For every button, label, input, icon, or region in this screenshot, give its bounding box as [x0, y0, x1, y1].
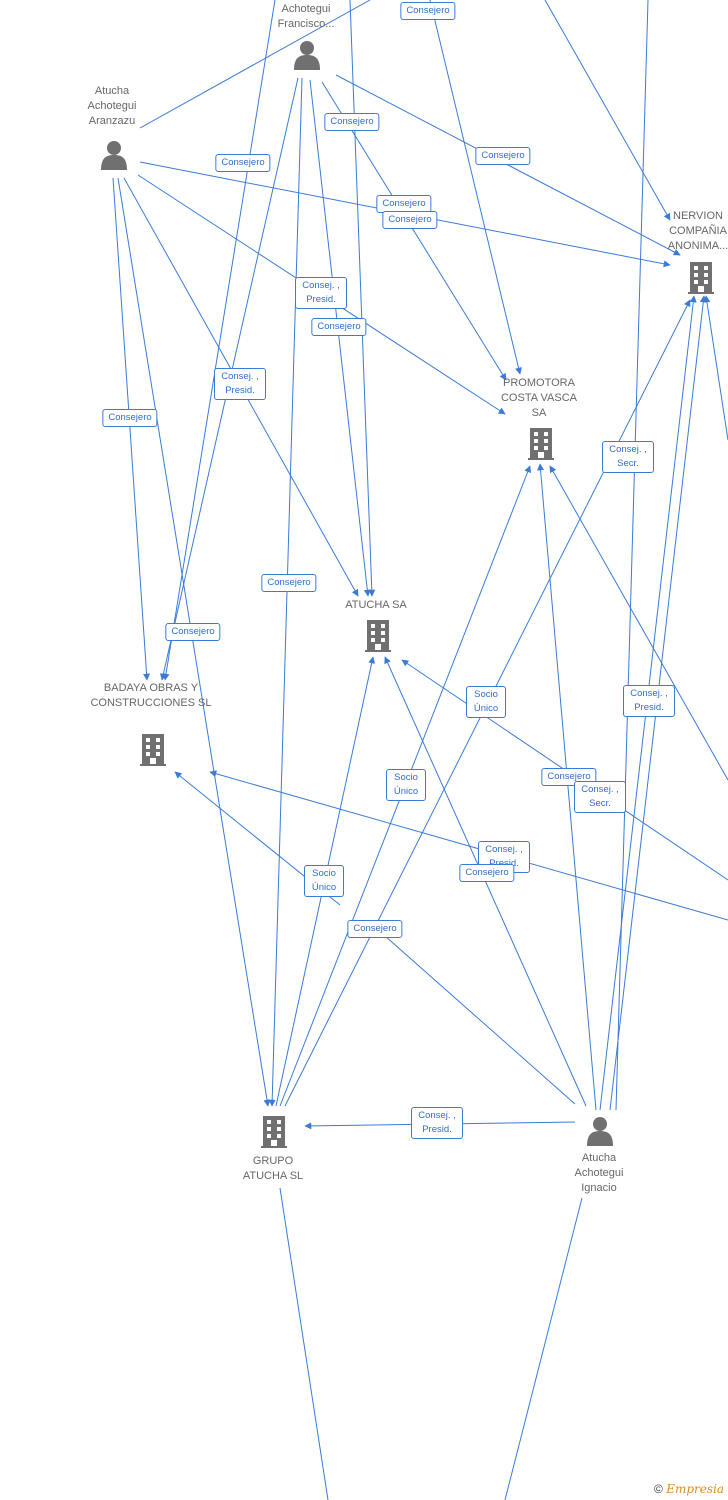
edge-label: Consejero — [261, 574, 317, 592]
edge — [209, 770, 728, 921]
edge-label: Socio Único — [466, 686, 506, 718]
edge-label: Consej. , Presid. — [623, 685, 675, 717]
node-label-grupo[interactable]: GRUPO ATUCHA SL — [242, 1155, 304, 1182]
node-label-ignacio[interactable]: Atucha Achotegui Ignacio — [574, 1152, 624, 1194]
edge — [384, 935, 576, 1105]
edge — [615, 0, 649, 1111]
node-label-nervion[interactable]: NERVION COMPAÑIA ANONIMA... — [667, 210, 728, 252]
edge — [703, 295, 728, 441]
edge-label: Socio Único — [304, 865, 344, 897]
building-icon — [261, 1116, 287, 1148]
edge-label: Consejero — [215, 154, 271, 172]
edge — [268, 77, 303, 1107]
edge — [162, 0, 276, 681]
edge-label: Consejero — [459, 864, 515, 882]
edge-label: Consej. , Presid. — [411, 1107, 463, 1139]
brand-logo: Empresia — [666, 1482, 724, 1496]
edge — [549, 465, 728, 781]
building-icon — [688, 262, 714, 294]
edge-label: Consej. , Secr. — [574, 781, 626, 813]
edge-label: Consejero — [165, 623, 221, 641]
edge-label: Consej. , Presid. — [214, 368, 266, 400]
edge — [279, 1187, 329, 1500]
edge — [429, 0, 522, 375]
edge — [544, 0, 671, 221]
edge-label: Consejero — [475, 147, 531, 165]
edge-label: Consej. , Secr. — [602, 441, 654, 473]
edge-label: Consej. , Presid. — [295, 277, 347, 309]
edge — [321, 81, 507, 381]
edge-label: Consejero — [102, 409, 158, 427]
node-label-promotora[interactable]: PROMOTORA COSTA VASCA SA — [500, 377, 577, 419]
edge — [139, 0, 371, 129]
edge — [349, 0, 376, 597]
node-label-atucha-sa[interactable]: ATUCHA SA — [345, 599, 407, 611]
copyright-icon: © — [654, 1482, 663, 1496]
edge — [117, 177, 271, 1107]
person-icon — [101, 141, 127, 170]
edge-label: Consejero — [400, 2, 456, 20]
footer-brand: © Empresia — [654, 1482, 724, 1496]
edge-label: Consejero — [311, 318, 367, 336]
edge — [504, 1197, 583, 1500]
edge-label: Consejero — [347, 920, 403, 938]
edge-label: Consejero — [324, 113, 380, 131]
building-icon — [365, 620, 391, 652]
edge — [537, 463, 597, 1111]
edge-label: Consejero — [382, 211, 438, 229]
edge-label: Socio Único — [386, 769, 426, 801]
edge — [112, 177, 151, 681]
edge — [335, 74, 681, 256]
node-label-francisco[interactable]: Achotegui Francisco... — [277, 3, 335, 30]
building-icon — [528, 428, 554, 460]
node-label-aranzazu[interactable]: Atucha Achotegui Aranzazu — [87, 85, 137, 127]
person-icon — [294, 41, 320, 70]
node-label-badaya[interactable]: BADAYA OBRAS Y CONSTRUCCIONES SL — [90, 682, 212, 709]
building-icon — [140, 734, 166, 766]
edge — [309, 79, 371, 597]
person-icon — [587, 1117, 613, 1146]
